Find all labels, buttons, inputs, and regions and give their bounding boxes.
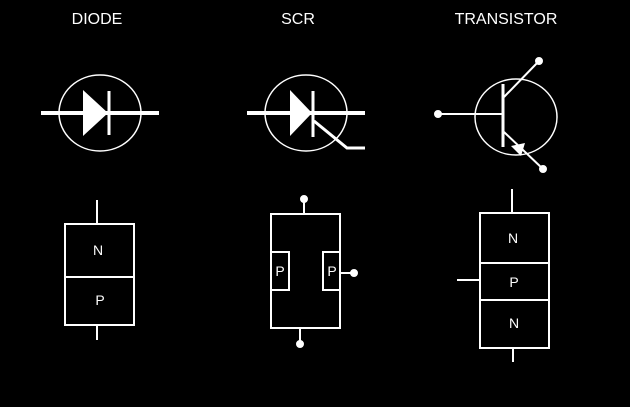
diode-layer-p: P	[95, 292, 104, 308]
scr-structure	[270, 195, 358, 348]
scr-title: SCR	[281, 11, 315, 28]
transistor-layer-n-top: N	[508, 230, 518, 246]
diode-symbol	[41, 74, 159, 152]
transistor-title: TRANSISTOR	[455, 11, 558, 28]
scr-layer-p-left: P	[275, 263, 284, 279]
transistor-layer-n-bottom: N	[509, 315, 519, 331]
scr-layer-p-right: P	[327, 263, 336, 279]
transistor-layer-p: P	[509, 274, 518, 290]
transistor-symbol	[434, 57, 558, 173]
diode-title: DIODE	[72, 11, 123, 28]
diode-layer-n: N	[93, 242, 103, 258]
scr-symbol	[247, 74, 365, 152]
diode-structure	[64, 200, 135, 340]
transistor-structure	[457, 189, 550, 362]
